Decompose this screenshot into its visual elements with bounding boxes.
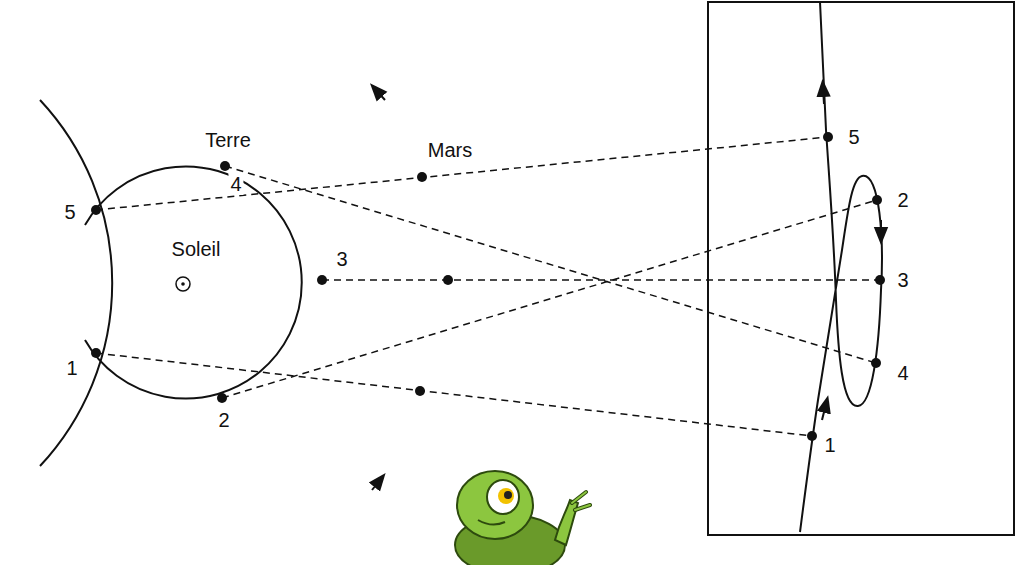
position-number: 1 — [64, 357, 79, 379]
mars-positions — [415, 172, 453, 396]
sun-symbol — [176, 277, 190, 291]
position-number: 3 — [895, 269, 910, 291]
path-arrow — [823, 88, 824, 104]
orbit-arrow — [372, 480, 380, 490]
position-number: 4 — [895, 362, 910, 384]
sky-frame — [708, 2, 1014, 535]
earth-positions — [91, 161, 327, 403]
path-arrow — [822, 404, 826, 420]
position-number: 2 — [216, 409, 231, 431]
apparent-path — [800, 2, 882, 532]
position-number: 4 — [228, 173, 243, 195]
star-name: Soleil — [170, 238, 223, 260]
sight-lines — [96, 137, 880, 436]
mars-orbit — [40, 100, 112, 466]
position-number: 5 — [62, 201, 77, 223]
path-arrow — [880, 220, 882, 236]
sun-symbol — [181, 282, 185, 286]
position-number: 1 — [822, 434, 837, 456]
turtle-cartoon — [455, 471, 590, 565]
planet-name: Mars — [426, 139, 474, 161]
planet-name: Terre — [203, 129, 253, 151]
orbit-arrow — [376, 90, 385, 100]
position-number: 3 — [334, 248, 349, 270]
sky-positions — [807, 132, 885, 441]
position-number: 5 — [846, 126, 861, 148]
position-number: 2 — [895, 189, 910, 211]
